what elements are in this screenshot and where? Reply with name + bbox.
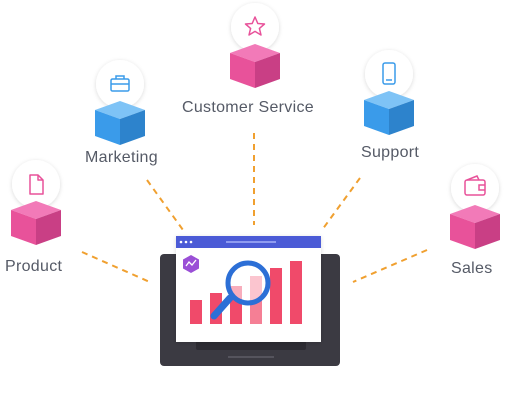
- briefcase-icon: [110, 75, 130, 92]
- window-dot: [179, 240, 183, 244]
- connectors: [81, 133, 428, 284]
- cube-icon: [450, 205, 500, 249]
- cube-icon: [364, 91, 414, 135]
- customer-service-node: [230, 3, 280, 88]
- connector-product: [81, 251, 153, 284]
- analytics-laptop-icon: [160, 236, 340, 366]
- connector-marketing: [146, 179, 184, 231]
- window-dot: [189, 240, 193, 244]
- product-label: Product: [5, 258, 63, 275]
- support-label: Support: [361, 144, 420, 161]
- support-node: [364, 50, 414, 135]
- icon-circle: [365, 50, 413, 98]
- chart-bar: [290, 261, 302, 324]
- marketing-label: Marketing: [85, 149, 158, 166]
- icon-circle: [231, 3, 279, 51]
- product-node: [11, 160, 61, 245]
- connector-sales: [352, 249, 428, 283]
- marketing-node: [95, 60, 145, 145]
- chart-bar: [190, 300, 202, 324]
- icon-circle: [451, 164, 499, 212]
- window-dot: [184, 240, 188, 244]
- connector-support: [321, 177, 361, 231]
- smartphone-icon: [382, 62, 396, 85]
- icon-circle: [12, 160, 60, 208]
- wallet-icon: [464, 175, 486, 196]
- document-icon: [29, 174, 44, 195]
- chart-bar: [270, 268, 282, 324]
- cube-icon: [95, 101, 145, 145]
- cube-icon: [230, 44, 280, 88]
- sales-node: [450, 164, 500, 249]
- cube-icon: [11, 201, 61, 245]
- laptop-base: [196, 340, 306, 350]
- sales-label: Sales: [451, 260, 493, 277]
- hexagon-logo-icon: [183, 255, 199, 273]
- magnifier-icon: [210, 260, 271, 320]
- customer-service-label: Customer Service: [182, 99, 314, 116]
- star-icon: [244, 16, 266, 36]
